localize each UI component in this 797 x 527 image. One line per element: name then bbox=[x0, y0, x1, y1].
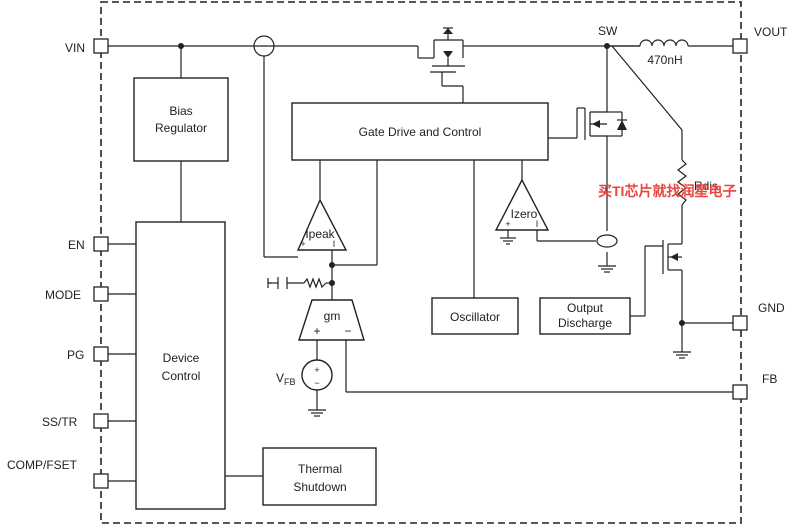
device-control-label-1: Device bbox=[163, 351, 200, 365]
watermark-text: 买TI芯片就找润星电子 bbox=[598, 183, 736, 199]
output-discharge-block: Output Discharge bbox=[539, 297, 631, 335]
izero-minus-sign: I bbox=[536, 219, 539, 229]
gm-amplifier: gm + − bbox=[298, 299, 365, 341]
pin-label-vout: VOUT bbox=[754, 25, 788, 39]
pin-gnd bbox=[732, 315, 748, 331]
ground-icon bbox=[308, 409, 326, 417]
wires bbox=[108, 45, 733, 482]
pins bbox=[93, 38, 748, 489]
izero-label: Izero bbox=[511, 207, 538, 221]
pin-mode bbox=[93, 286, 109, 302]
inductor-icon: 470nH bbox=[639, 39, 690, 67]
ipeak-comparator: Ipeak + I bbox=[296, 198, 348, 251]
pin-label-en: EN bbox=[68, 238, 85, 252]
pin-ss-tr bbox=[93, 413, 109, 429]
ipeak-minus-sign: I bbox=[333, 239, 336, 249]
ground-icon bbox=[500, 237, 516, 245]
inductor-label: 470nH bbox=[647, 53, 682, 67]
device-control-label-2: Control bbox=[162, 369, 201, 383]
bias-regulator-label-1: Bias bbox=[169, 104, 192, 118]
pin-label-comp-fset: COMP/FSET bbox=[7, 458, 78, 472]
pin-vin bbox=[93, 38, 109, 54]
oscillator-label: Oscillator bbox=[450, 310, 500, 324]
pin-label-ss-tr: SS/TR bbox=[42, 415, 78, 429]
high-side-mosfet-icon bbox=[430, 27, 465, 73]
pin-label-fb: FB bbox=[762, 372, 777, 386]
thermal-shutdown-block: Thermal Shutdown bbox=[262, 447, 377, 506]
gm-minus-sign: − bbox=[344, 324, 351, 338]
discharge-mosfet-icon bbox=[662, 240, 683, 274]
vfb-voltage-source: + − VFB bbox=[276, 359, 333, 391]
pin-label-pg: PG bbox=[67, 348, 84, 362]
rdis-label: Rdis bbox=[694, 179, 718, 193]
oscillator-block: Oscillator bbox=[431, 297, 519, 335]
vfb-label: VFB bbox=[276, 371, 296, 387]
pin-pg bbox=[93, 346, 109, 362]
zero-current-sense-icon bbox=[596, 234, 618, 248]
izero-comparator: Izero + I bbox=[494, 178, 550, 231]
vfb-plus-sign: + bbox=[314, 365, 319, 375]
pin-label-mode: MODE bbox=[45, 288, 81, 302]
izero-plus-sign: + bbox=[505, 219, 510, 229]
pin-fb bbox=[732, 384, 748, 400]
vfb-minus-sign: − bbox=[314, 378, 319, 388]
gate-drive-label: Gate Drive and Control bbox=[359, 125, 482, 139]
node-label-sw: SW bbox=[598, 24, 618, 38]
output-discharge-label-1: Output bbox=[567, 301, 604, 315]
ground-icon bbox=[673, 351, 691, 359]
compensation-resistor-icon bbox=[303, 277, 327, 289]
pin-label-gnd: GND bbox=[758, 301, 785, 315]
thermal-shutdown-label-2: Shutdown bbox=[293, 480, 346, 494]
rdis-resistor-icon: Rdis bbox=[677, 159, 718, 206]
pin-comp-fset bbox=[93, 473, 109, 489]
pin-en bbox=[93, 236, 109, 252]
thermal-shutdown-label-1: Thermal bbox=[298, 462, 342, 476]
device-control-block: Device Control bbox=[135, 221, 226, 510]
output-discharge-label-2: Discharge bbox=[558, 316, 612, 330]
ipeak-label: Ipeak bbox=[305, 227, 335, 241]
pin-label-vin: VIN bbox=[65, 41, 85, 55]
gm-label: gm bbox=[324, 309, 341, 323]
ground-icon bbox=[598, 265, 616, 273]
ipeak-plus-sign: + bbox=[300, 239, 305, 249]
pin-vout bbox=[732, 38, 748, 54]
gm-plus-sign: + bbox=[313, 324, 320, 338]
junctions bbox=[178, 43, 685, 326]
bias-regulator-block: Bias Regulator bbox=[133, 77, 229, 162]
low-side-mosfet-icon bbox=[584, 108, 627, 143]
bias-regulator-label-2: Regulator bbox=[155, 121, 207, 135]
ic-boundary bbox=[100, 1, 742, 524]
compensation-capacitor-icon bbox=[267, 277, 288, 289]
gate-drive-block: Gate Drive and Control bbox=[291, 102, 549, 161]
current-sense-icon bbox=[253, 35, 275, 57]
